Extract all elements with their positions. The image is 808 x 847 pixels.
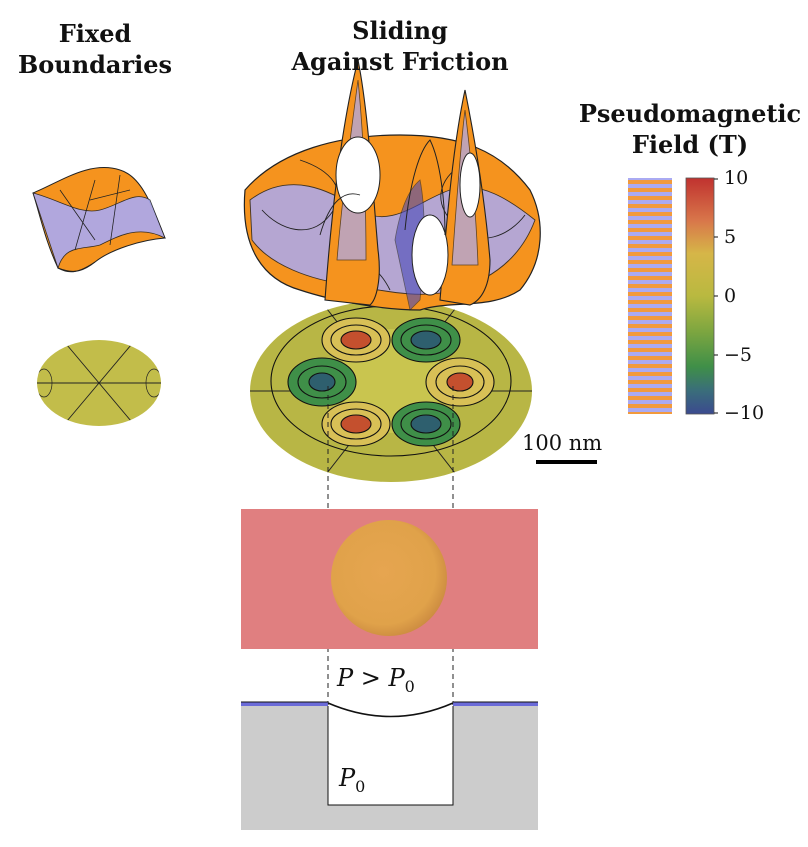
title-line: Against Friction: [291, 47, 509, 76]
title-line: Pseudomagnetic: [578, 99, 802, 128]
pressure-subscript: 0: [404, 676, 415, 696]
title-line: Boundaries: [17, 50, 173, 79]
cross-section: [241, 701, 538, 830]
colorbar-tick-label: 10: [724, 167, 749, 189]
colorbar-tick-label: −10: [724, 402, 765, 424]
bulged-membrane: [327, 702, 454, 718]
colorbar-tick-label: 5: [724, 226, 737, 248]
projection-lines: [327, 386, 454, 705]
pressure-label-bottom: P0: [339, 764, 365, 796]
fixed-boundary-disk: [37, 340, 161, 426]
colorbar-tick-label: 0: [724, 285, 737, 307]
title-line: Field (T): [631, 130, 749, 159]
title-line: Fixed: [58, 19, 132, 48]
field-title: Pseudomagnetic Field (T): [575, 98, 805, 160]
fixed-boundary-surface: [32, 166, 166, 273]
title-line: Sliding: [352, 16, 448, 45]
sliding-surface: [243, 59, 541, 311]
colorbar-tick-label: −5: [724, 344, 753, 366]
pressure-subscript: 0: [355, 776, 366, 796]
surface-stripe-colorbar: [628, 178, 672, 414]
optical-micrograph: [241, 509, 538, 649]
pressure-text: P: [339, 764, 356, 792]
pressure-label-top: P > P0: [337, 664, 415, 696]
field-colorbar: [685, 177, 718, 415]
sliding-title: Sliding Against Friction: [275, 15, 525, 77]
pressure-text: P > P: [337, 664, 405, 692]
fixed-boundaries-title: Fixed Boundaries: [10, 18, 180, 80]
scale-bar-label: 100 nm: [522, 431, 603, 455]
sliding-disk: [250, 300, 532, 482]
